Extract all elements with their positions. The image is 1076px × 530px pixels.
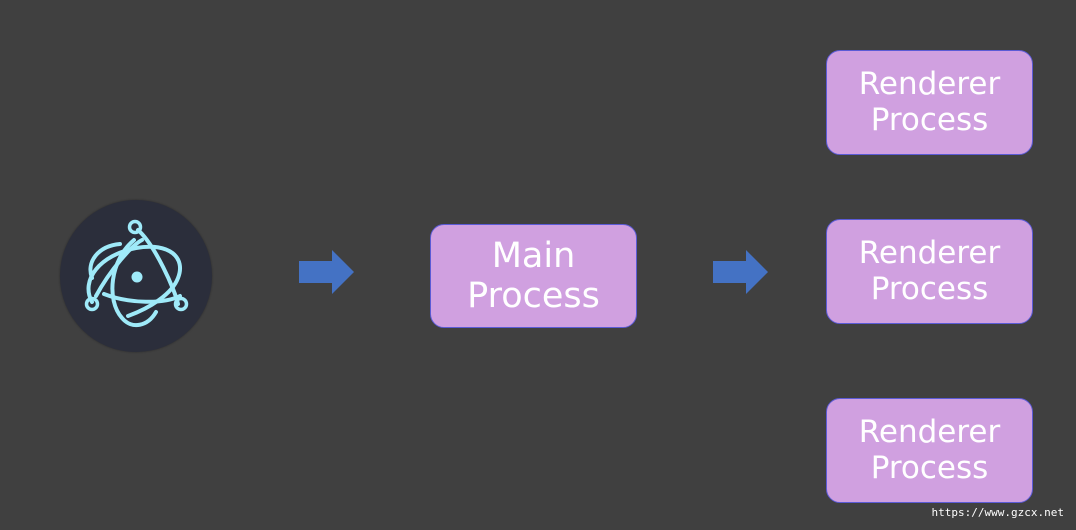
renderer-process-box: Renderer Process [826,398,1033,503]
electron-atom-icon [84,219,189,328]
right-arrow-icon [299,250,354,294]
renderer-process-line1: Renderer [858,65,1001,102]
right-arrow-icon [713,250,768,294]
main-process-box: Main Process [430,224,637,328]
electron-logo [60,200,212,352]
renderer-process-line2: Process [870,270,989,307]
renderer-process-line2: Process [870,101,989,138]
main-process-line2: Process [467,276,600,316]
main-process-line1: Main [491,235,576,276]
renderer-process-box: Renderer Process [826,50,1033,155]
renderer-process-line1: Renderer [858,234,1001,271]
renderer-process-line1: Renderer [858,413,1001,450]
renderer-process-box: Renderer Process [826,219,1033,324]
watermark-text: https://www.gzcx.net [929,505,1066,520]
renderer-process-line2: Process [870,449,989,486]
